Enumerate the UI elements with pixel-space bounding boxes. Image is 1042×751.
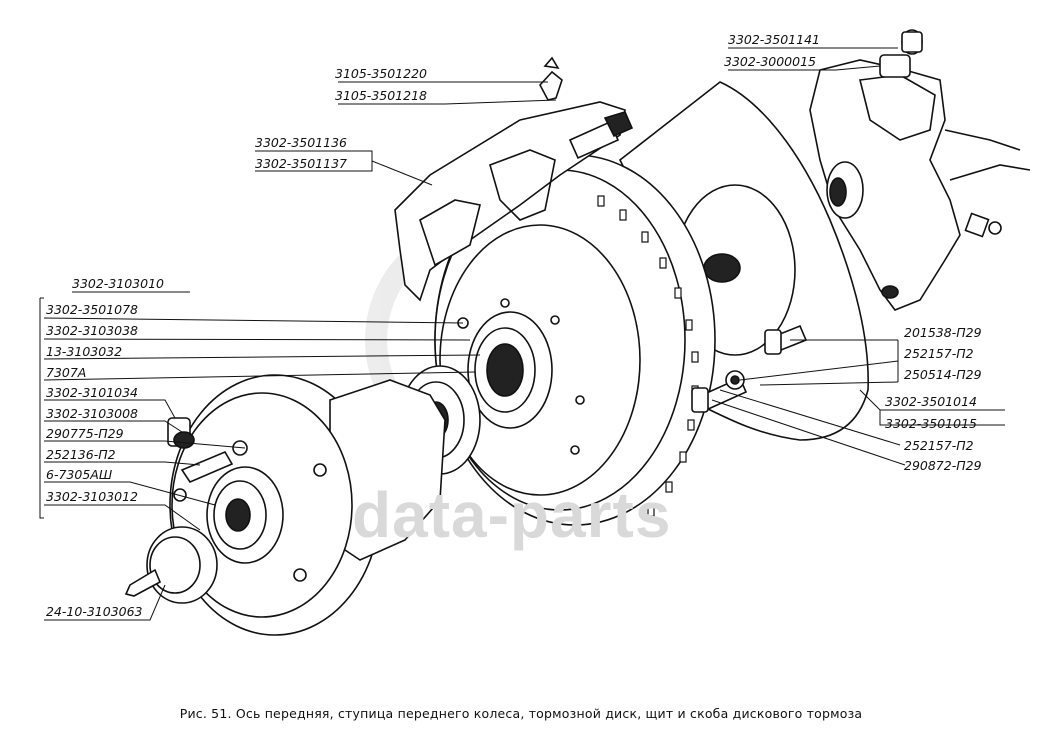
caliper-bracket xyxy=(394,56,634,302)
watermark-text: data-parts xyxy=(352,479,672,551)
wheel-hub xyxy=(167,374,446,636)
label-252136-P2: 252136-П2 xyxy=(46,447,116,462)
label-3302-3501015: 3302-3501015 xyxy=(885,416,977,431)
leader-3302-3101034 xyxy=(44,399,176,419)
leader-lines xyxy=(39,47,1005,621)
leader-290872-P29 xyxy=(711,399,906,466)
label-3302-3501014: 3302-3501014 xyxy=(885,394,977,409)
leader-290775-P29 xyxy=(44,440,246,449)
leader-252157-P2-a xyxy=(739,360,899,381)
figure-caption: Рис. 51. Ось передняя, ступица переднего… xyxy=(179,706,863,721)
hub-cap xyxy=(124,526,218,604)
leader-3302-3000015 xyxy=(728,65,881,71)
leader-6-7305ASh xyxy=(44,481,216,506)
drawing-lines xyxy=(124,29,1031,636)
label-252157-P2-b: 252157-П2 xyxy=(904,438,974,453)
leader-3105-3501218 xyxy=(338,99,557,105)
label-3302-3103010: 3302-3103010 xyxy=(72,276,164,291)
leader-13-3103032 xyxy=(43,354,481,360)
leader-250514-P29 xyxy=(759,381,899,386)
label-13-3103032: 13-3103032 xyxy=(46,344,122,359)
leader-7307A xyxy=(43,371,476,381)
label-3302-3501078: 3302-3501078 xyxy=(46,302,138,317)
shield-bolts xyxy=(691,324,808,413)
label-201538-P29: 201538-П29 xyxy=(904,325,982,340)
label-3302-3501136: 3302-3501136 xyxy=(255,135,347,150)
leader-3302-3103012 xyxy=(44,504,201,531)
leader-3302-3501015 xyxy=(879,410,1005,426)
leader-24-10-3103063 xyxy=(44,584,166,621)
label-250514-P29: 250514-П29 xyxy=(904,367,982,382)
label-3302-3103012: 3302-3103012 xyxy=(46,489,138,504)
label-24-10-3103063: 24-10-3103063 xyxy=(46,604,143,619)
label-290775-P29: 290775-П29 xyxy=(46,426,124,441)
label-7307A: 7307A xyxy=(46,365,86,380)
leader-3302-3103008 xyxy=(44,420,183,433)
left-bracket xyxy=(39,298,44,519)
label-3302-3501141: 3302-3501141 xyxy=(728,32,820,47)
label-3105-3501220: 3105-3501220 xyxy=(335,66,427,81)
label-3302-3501137: 3302-3501137 xyxy=(255,156,347,171)
label-252157-P2-a: 252157-П2 xyxy=(904,346,974,361)
leader-3302-3103038 xyxy=(43,338,471,341)
label-3302-3103008: 3302-3103008 xyxy=(46,406,138,421)
leader-252136-P2 xyxy=(44,461,201,466)
leader-3302-3501078 xyxy=(43,317,464,324)
label-290872-P29: 290872-П29 xyxy=(904,458,982,473)
disc-vent-slots xyxy=(597,195,699,517)
label-3302-3000015: 3302-3000015 xyxy=(724,54,816,69)
callout-labels: 3105-3501220 3105-3501218 3302-3501136 3… xyxy=(46,32,982,619)
label-3302-3101034: 3302-3101034 xyxy=(46,385,138,400)
leader-3302-3501137 xyxy=(371,160,433,186)
label-3105-3501218: 3105-3501218 xyxy=(335,88,427,103)
leader-252157-P2-b xyxy=(719,389,901,446)
steering-knuckle xyxy=(809,29,1031,311)
label-3302-3103038: 3302-3103038 xyxy=(46,323,138,338)
label-6-7305ASh: 6-7305АШ xyxy=(46,467,113,482)
